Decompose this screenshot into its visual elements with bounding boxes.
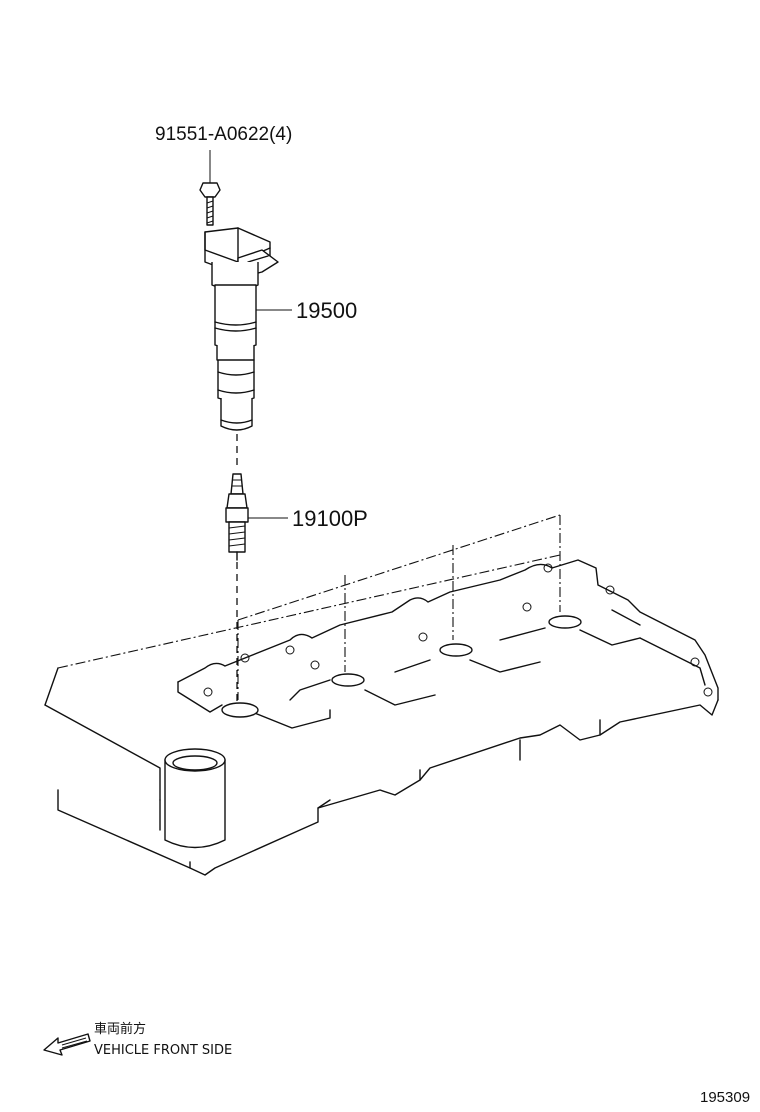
cylinder-head-cover (44, 514, 719, 876)
bolt-part-number: 91551-A0622(4) (155, 124, 292, 145)
spark-plug-part-number: 19100P (292, 506, 368, 531)
spark-plug-icon (225, 473, 249, 561)
ignition-coil-icon (204, 227, 279, 431)
vehicle-front-note: 車両前方 VEHICLE FRONT SIDE (43, 1021, 232, 1058)
direction-note-japanese: 車両前方 (94, 1021, 146, 1037)
arrow-left-icon (43, 1033, 91, 1056)
coil-part-number: 19500 (296, 298, 357, 323)
figure-number: 195309 (700, 1089, 750, 1106)
bolt-icon (199, 182, 221, 226)
direction-note-english: VEHICLE FRONT SIDE (94, 1043, 232, 1058)
